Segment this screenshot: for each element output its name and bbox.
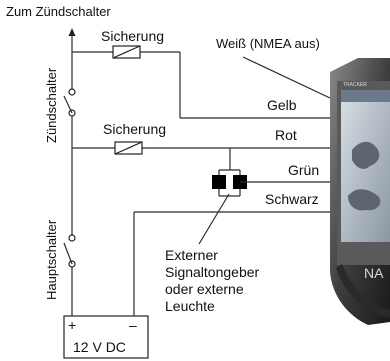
yellow-wire-label: Gelb xyxy=(267,97,297,113)
black-wire-label: Schwarz xyxy=(265,191,319,207)
black-wire xyxy=(133,211,330,316)
battery-plus-label: + xyxy=(68,317,76,333)
red-wire-label: Rot xyxy=(275,127,297,143)
fuse-2-label: Sicherung xyxy=(103,121,166,137)
battery xyxy=(63,315,149,359)
battery-label: 12 V DC xyxy=(73,339,126,355)
green-wire-label: Grün xyxy=(288,162,319,178)
gps-logo-text: NA xyxy=(364,265,384,281)
gps-device: TRACKER NA xyxy=(330,58,390,325)
fuse-2 xyxy=(114,141,143,155)
yellow-wire xyxy=(72,51,330,119)
battery-minus-label: – xyxy=(129,317,137,333)
fuse-1-label: Sicherung xyxy=(101,28,164,44)
main-switch xyxy=(63,234,76,268)
white-wire xyxy=(242,56,331,99)
external-device-connector xyxy=(198,148,330,245)
up-arrow-icon xyxy=(68,28,76,52)
ignition-switch-label: Zündschalter xyxy=(44,67,59,143)
ignition-switch xyxy=(63,88,76,117)
fuse-1 xyxy=(112,45,141,59)
external-device-label: Externer Signaltongeber oder externe Leu… xyxy=(165,247,263,314)
white-wire-label: Weiß (NMEA aus) xyxy=(216,36,320,51)
main-switch-label: Hauptschalter xyxy=(44,219,59,300)
to-ignition-label: Zum Zündschalter xyxy=(6,4,111,19)
gps-brand-text: TRACKER xyxy=(343,82,367,88)
